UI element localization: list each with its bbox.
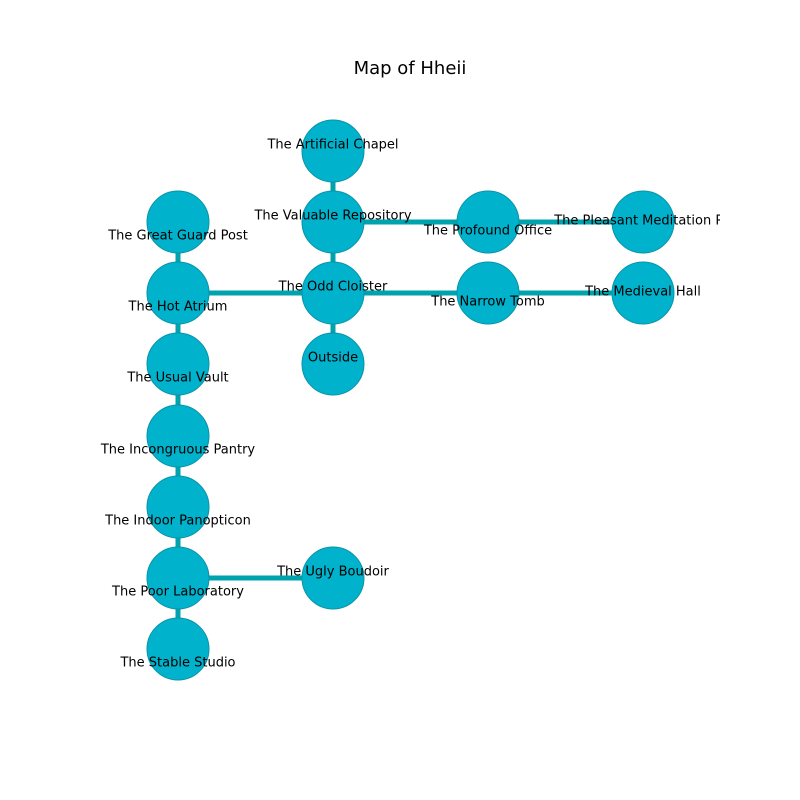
- room-label-cloister: The Odd Cloister: [278, 280, 388, 295]
- room-label-outside: Outside: [308, 351, 358, 366]
- room-label-pantry: The Incongruous Pantry: [100, 443, 256, 458]
- room-node-atrium: [146, 261, 210, 325]
- room-label-boudoir: The Ugly Boudoir: [276, 565, 389, 580]
- room-label-tomb: The Narrow Tomb: [430, 295, 545, 310]
- room-label-atrium: The Hot Atrium: [128, 300, 228, 315]
- room-node-hall: [611, 261, 675, 325]
- room-node-laboratory: [146, 546, 210, 610]
- room-node-cloister: [301, 261, 365, 325]
- room-node-chapel: [301, 119, 365, 183]
- room-label-hall: The Medieval Hall: [584, 285, 701, 300]
- room-node-office: [456, 190, 520, 254]
- room-label-vault: The Usual Vault: [126, 371, 228, 386]
- room-label-guardpost: The Great Guard Post: [107, 229, 248, 244]
- room-label-office: The Profound Office: [423, 224, 552, 239]
- room-node-meditation: [611, 190, 675, 254]
- map-title: Map of Hheii: [354, 58, 467, 79]
- room-label-repository: The Valuable Repository: [253, 209, 411, 224]
- room-label-panopticon: The Indoor Panopticon: [104, 514, 251, 529]
- room-label-studio: The Stable Studio: [119, 656, 235, 671]
- room-node-repository: [301, 190, 365, 254]
- room-node-pantry: [146, 404, 210, 468]
- room-label-meditation: The Pleasant Meditation Ro: [553, 214, 732, 229]
- room-node-studio: [146, 617, 210, 681]
- room-node-panopticon: [146, 475, 210, 539]
- room-node-guardpost: [146, 190, 210, 254]
- room-node-boudoir: [301, 546, 365, 610]
- room-node-tomb: [456, 261, 520, 325]
- room-label-chapel: The Artificial Chapel: [266, 138, 398, 153]
- room-node-vault: [146, 332, 210, 396]
- room-label-laboratory: The Poor Laboratory: [111, 585, 244, 600]
- node-layer: [146, 119, 675, 681]
- room-node-outside: [301, 332, 365, 396]
